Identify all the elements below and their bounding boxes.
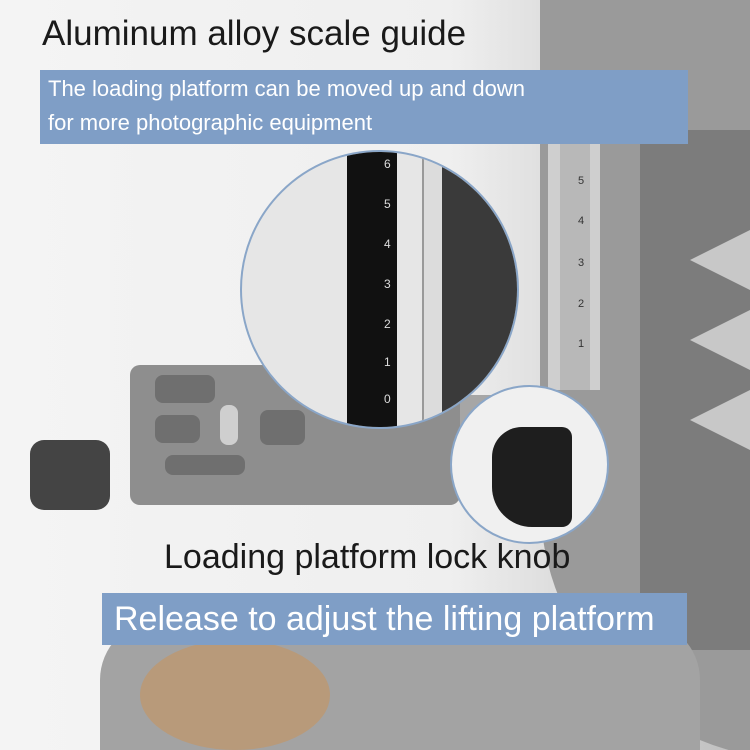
base-puck [140,640,330,750]
scale-number: 1 [384,355,391,369]
scale-number: 6 [384,157,391,171]
description-banner: The loading platform can be moved up and… [40,70,688,144]
rail-number: 2 [578,298,585,310]
banner-line: The loading platform can be moved up and… [48,76,525,101]
knob-caption: Loading platform lock knob [164,538,571,576]
arm-triangle [690,390,750,450]
lock-knob [492,427,572,527]
scale-number: 4 [384,237,391,251]
scale-number: 5 [384,197,391,211]
arm-triangle [690,310,750,370]
arm-triangle [690,230,750,290]
rail-number: 4 [578,215,585,227]
scale-number: 2 [384,317,391,331]
lock-knob-zoom-circle [450,385,609,544]
page-title: Aluminum alloy scale guide [42,14,467,53]
banner-line: for more photographic equipment [48,110,373,135]
scale-number: 3 [384,277,391,291]
rail-ruler [560,140,590,390]
rail-number: 1 [578,338,585,350]
clamp-knob [30,440,110,510]
bottom-banner: Release to adjust the lifting platform [102,593,687,645]
rail-number: 3 [578,257,585,269]
rail-number: 5 [578,175,585,187]
scale-number: 0 [384,392,391,406]
scale-zoom-circle: 6 5 4 3 2 1 0 [240,150,519,429]
